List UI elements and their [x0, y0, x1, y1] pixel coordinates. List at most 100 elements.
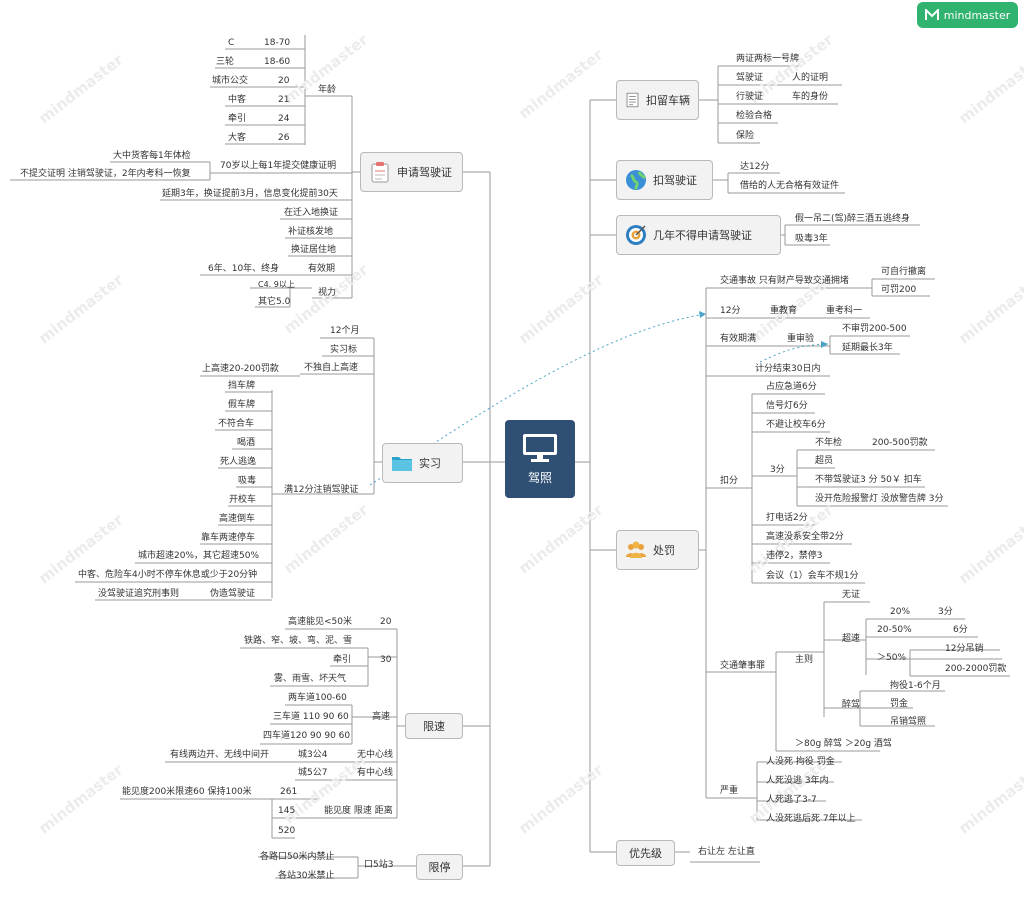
punish-d6: 信号灯6分: [766, 401, 808, 411]
branch-speed-limit[interactable]: 限速: [405, 713, 463, 739]
apply-extend: 延期3年，换证提前3月，信息变化提前30天: [162, 189, 338, 199]
branch-detain-license[interactable]: 扣驾驶证: [616, 160, 713, 200]
detain-license-item: 达12分: [740, 162, 770, 172]
punish-d2: 违停2，禁停3: [766, 551, 823, 561]
intern-cancel-item: 高速倒车: [219, 514, 256, 524]
speed-vis-rule: 能见度200米限速60 保持100米: [122, 787, 252, 797]
age-type: 牵引: [228, 114, 247, 124]
punish-severe: 严重: [720, 786, 739, 796]
punish-reeducate: 重教育: [770, 306, 798, 316]
branch-label: 限速: [423, 720, 445, 733]
branch-label: 优先级: [629, 847, 662, 860]
punish-overload: 超员: [815, 456, 834, 466]
punish-cycle: 计分结束30日内: [755, 364, 821, 374]
branch-internship[interactable]: 实习: [382, 443, 463, 483]
punish-extend3: 延期最长3年: [842, 343, 893, 353]
speed-d520: 520: [278, 826, 296, 836]
intern-fake-license: 伪造驾驶证: [210, 589, 256, 599]
speed-d261: 261: [280, 787, 298, 797]
root-label: 驾照: [527, 470, 552, 485]
document-icon: [626, 92, 639, 108]
punish-valid: 有效期满: [720, 334, 757, 344]
branch-ban-years[interactable]: 几年不得申请驾驶证: [616, 215, 781, 255]
age-type: 城市公交: [212, 76, 249, 86]
ban-item: 假一吊二(驾)醉三酒五逃终身: [795, 214, 911, 224]
branch-detain-vehicle[interactable]: 扣留车辆: [616, 80, 699, 120]
speed-d145: 145: [278, 806, 296, 816]
intern-cancel: 满12分注销驾驶证: [284, 485, 359, 495]
branch-label: 实习: [419, 457, 441, 470]
detain-car-item: 驾驶证: [736, 73, 764, 83]
branch-label: 几年不得申请驾驶证: [653, 229, 752, 242]
age-type: 大客: [228, 133, 247, 143]
punish-no-license: 不带驾驶证3 分 50￥ 扣车: [815, 475, 922, 485]
folder-icon: [392, 457, 412, 471]
intern-cancel-item: 城市超速20%，其它超速50%: [138, 551, 260, 561]
speed-30: 30: [380, 655, 392, 665]
detain-car-vehicle-note: 车的身份: [792, 92, 829, 102]
branch-label: 扣留车辆: [646, 94, 690, 107]
age-range: 26: [278, 133, 290, 143]
branch-priority[interactable]: 优先级: [616, 840, 675, 866]
speed-four-lane: 四车道120 90 90 60: [263, 731, 351, 741]
intern-cancel-item: 不符合车: [218, 419, 255, 429]
intern-cancel-item: 死人逃逸: [220, 457, 257, 467]
apply-move: 在迁入地换证: [284, 208, 339, 218]
punish-fine-annual: 200-500罚款: [872, 438, 928, 448]
speed-20: 20: [380, 617, 392, 627]
branch-label: 申请驾驶证: [397, 166, 452, 179]
stop-crossing: 各路口50米内禁止: [260, 852, 335, 862]
punish-12: 12分: [720, 306, 741, 316]
intern-months: 12个月: [330, 326, 360, 336]
speed-tow: 牵引: [333, 655, 352, 665]
punish-penalty: 罚金: [890, 699, 909, 709]
branch-parking-limit[interactable]: 限停: [416, 854, 463, 880]
intern-cancel-item: 挡车牌: [228, 381, 256, 391]
stop-station: 各站30米禁止: [278, 871, 335, 881]
punish-d3: 3分: [770, 465, 785, 475]
intern-cancel-item: 吸毒: [238, 476, 257, 486]
apply-valid-years: 6年、10年、终身: [208, 264, 280, 274]
apply-no-submit: 不提交证明 注销驾驶证，2年内考科一恢复: [20, 169, 191, 179]
punish-detain16: 拘役1-6个月: [890, 681, 941, 691]
punish-revoke: 12分吊销: [945, 644, 984, 654]
punish-d2: 会议（1）会车不规1分: [766, 571, 859, 581]
branch-apply-license[interactable]: 申请驾驶证: [360, 152, 463, 192]
punish-fine200: 可罚200: [881, 285, 917, 295]
brand-badge[interactable]: mindmaster: [917, 2, 1018, 28]
apply-health: 70岁以上每1年提交健康证明: [220, 161, 337, 171]
punish-d6: 占应急道6分: [766, 382, 817, 392]
intern-cancel-item: 喝酒: [237, 438, 256, 448]
people-icon: [626, 541, 646, 558]
intern-cancel-item: 靠车两速停车: [201, 533, 256, 543]
speed-no-line: 无中心线: [357, 750, 394, 760]
punish-severe-item: 人死没逃 3年内: [766, 776, 829, 786]
speed-weather: 雾、雨雪、坏天气: [274, 674, 347, 684]
speed-city-no: 城3公4: [298, 750, 328, 760]
branch-punishment[interactable]: 处罚: [616, 530, 699, 570]
punish-fine2000: 200-2000罚款: [945, 664, 1007, 674]
age-range: 24: [278, 114, 290, 124]
punish-severe-item: 人死逃了3-7: [766, 795, 817, 805]
punish-s20v: 3分: [938, 607, 953, 617]
intern-highway: 不独自上高速: [304, 363, 359, 373]
punish-overspeed: 超速: [842, 634, 861, 644]
age-range: 21: [278, 95, 290, 105]
speed-vis-speed-dist: 能见度 限速 距离: [324, 806, 393, 816]
globe-icon: [626, 170, 647, 191]
speed-vis50: 高速能见<50米: [288, 617, 352, 627]
punish-retest: 重考科一: [826, 306, 863, 316]
punish-d6: 不避让校车6分: [766, 420, 826, 430]
root-node[interactable]: 驾照: [505, 420, 575, 498]
punish-d2: 打电话2分: [766, 513, 808, 523]
priority-rule: 右让左 左让直: [698, 847, 755, 857]
apply-vision-c4: C4. 9以上: [258, 280, 295, 289]
punish-revoke-lic: 吊销驾照: [890, 717, 927, 727]
speed-two-lane: 两车道100-60: [288, 693, 347, 703]
punish-severe-item: 人没死逃后死 7年以上: [766, 814, 856, 824]
apply-bus-exam: 大中货客每1年体检: [113, 151, 191, 161]
speed-three-lane: 三车道 110 90 60: [273, 712, 349, 722]
punish-no-annual: 不年检: [815, 438, 843, 448]
detain-car-item: 保险: [736, 131, 755, 141]
